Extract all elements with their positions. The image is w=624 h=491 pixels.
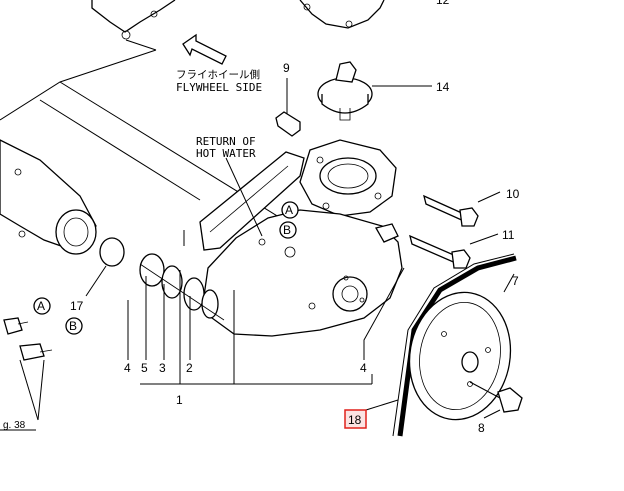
marker-a-left-label: A [37,299,45,313]
part-11-label: 11 [502,228,515,242]
thermostat-housing [299,139,397,217]
part-8-label: 8 [478,421,485,435]
sensor-a [3,317,29,335]
part-12-label: 12 [436,0,450,7]
part-1-label: 1 [176,393,183,407]
bolt-10 [423,194,479,227]
return-hot-water-line2: HOT WATER [196,147,256,160]
part-10-label: 10 [506,187,520,201]
part-2-label: 2 [186,361,193,375]
thermostat-14 [317,61,432,121]
marker-b-circle [279,221,297,239]
flywheel-en-label: FLYWHEEL SIDE [176,81,262,94]
marker-a-label: A [285,203,293,217]
marker-a-circle [281,201,299,219]
marker-b-left-label: B [69,319,77,333]
part-17-label: 17 [70,299,84,313]
marker-b-left-circle [65,317,83,335]
flywheel-arrow-icon [182,33,227,65]
gasket-12 [299,0,385,29]
part-18-label: 18 [348,413,362,427]
flywheel-jp-label: フライホイール側 [176,68,260,81]
engine-block-fragment [91,0,176,51]
part-4-left-label: 4 [124,361,131,375]
pulley-7 [408,291,512,421]
water-manifold [0,139,97,255]
part-3-label: 3 [159,361,166,375]
bolt-11 [409,234,471,269]
part-4-right-label: 4 [360,361,367,375]
sensor-b [19,343,53,361]
bolt-8 [469,381,523,419]
marker-b-label: B [283,223,291,237]
bolt-9 [275,78,301,137]
o-ring-17 [99,237,125,267]
part-7-label: 7 [512,274,519,288]
gasket-plate [199,151,305,251]
part-18-highlight[interactable]: 18 [344,409,367,429]
figure-reference: g. 38 [3,420,26,431]
return-hot-water-line1: RETURN OF [196,135,256,148]
marker-a-left-circle [33,297,51,315]
part-14-label: 14 [436,80,450,94]
part-9-label: 9 [283,61,290,75]
water-pump-body [203,202,403,337]
part-5-label: 5 [141,361,148,375]
